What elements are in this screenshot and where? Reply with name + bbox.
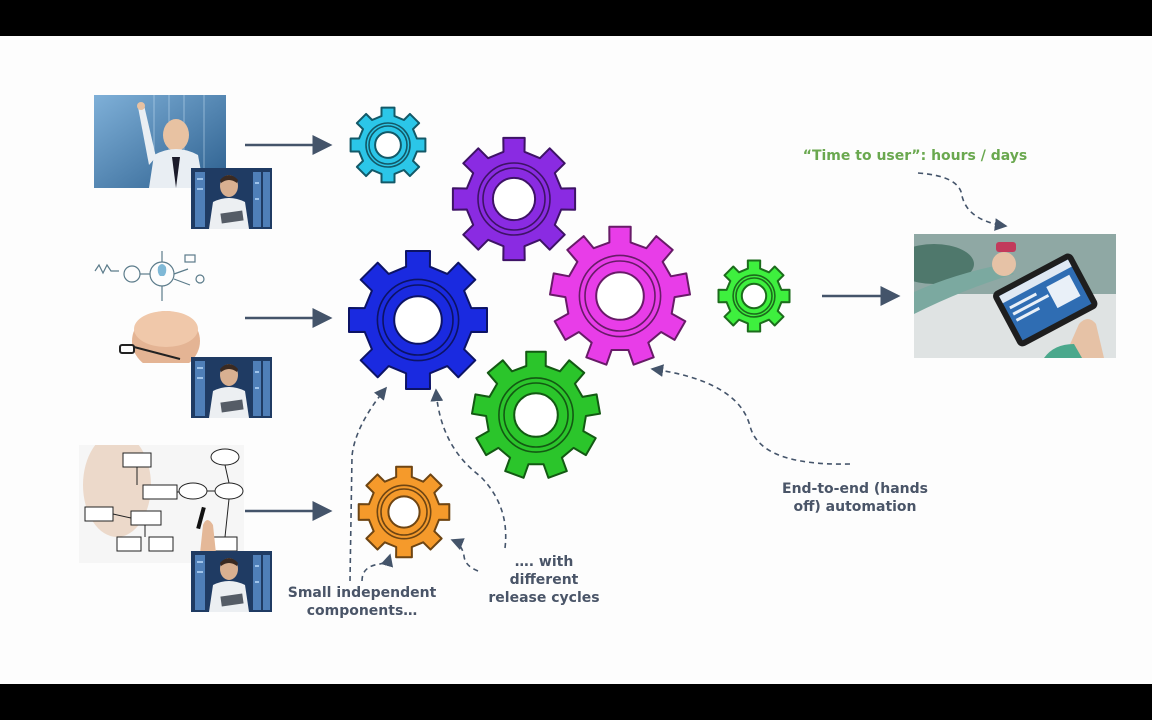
dashed-arrow-small-to-orange bbox=[361, 553, 394, 582]
dashed-arrow-automation bbox=[650, 364, 851, 465]
presentation-slide: “Time to user”: hours / days End-to-end … bbox=[0, 36, 1152, 684]
gear-green-small bbox=[717, 259, 791, 333]
photo-tablet-user bbox=[914, 234, 1116, 358]
gear-magenta bbox=[549, 225, 691, 366]
photo-idea-sketch bbox=[90, 241, 220, 371]
dashed-arrow-release-to-blue bbox=[430, 388, 507, 549]
gear-cyan bbox=[349, 106, 427, 184]
photo-man-touching-screen bbox=[94, 95, 226, 188]
gear-purple bbox=[451, 136, 577, 262]
photo-datacenter-worker-3 bbox=[191, 551, 272, 612]
bottom-letterbox-bar bbox=[0, 684, 1152, 720]
release-cycles-label: …. with different release cycles bbox=[488, 554, 600, 606]
automation-label: End-to-end (hands off) automation bbox=[782, 481, 928, 515]
top-letterbox-bar bbox=[0, 0, 1152, 36]
photo-datacenter-worker-2 bbox=[191, 357, 272, 418]
gear-green-large bbox=[471, 350, 601, 479]
dashed-arrow-release-to-orange bbox=[450, 538, 479, 572]
release-pipeline-diagram bbox=[245, 106, 1008, 582]
time-to-user-label: “Time to user”: hours / days bbox=[802, 148, 1028, 164]
gear-blue bbox=[348, 250, 488, 390]
dashed-arrow-small-to-blue bbox=[349, 386, 388, 582]
photo-flowchart-drawing bbox=[79, 445, 244, 563]
photo-datacenter-worker bbox=[191, 168, 272, 229]
small-components-label: Small independent components… bbox=[287, 585, 437, 619]
dashed-arrow-time-to-user bbox=[917, 172, 1008, 231]
gear-orange bbox=[357, 465, 451, 559]
